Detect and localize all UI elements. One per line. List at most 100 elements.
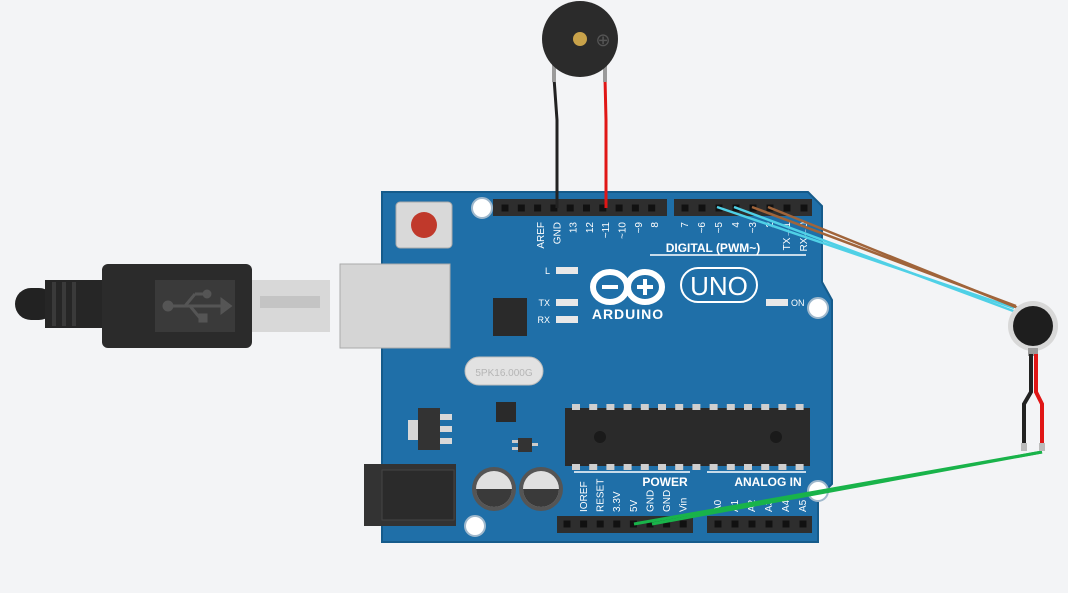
header-socket[interactable] bbox=[501, 204, 509, 212]
usb-cable[interactable] bbox=[15, 264, 330, 348]
digital-header-title: DIGITAL (PWM~) bbox=[666, 241, 761, 255]
pin-label: IOREF bbox=[579, 481, 590, 512]
pin-label: TX→1 bbox=[782, 222, 793, 251]
wire-brown-2[interactable] bbox=[767, 205, 1019, 310]
header-socket[interactable] bbox=[631, 204, 639, 212]
led-rx bbox=[556, 316, 578, 323]
usb-rib bbox=[72, 282, 76, 326]
header-socket[interactable] bbox=[580, 520, 588, 528]
pin-label: RESET bbox=[596, 479, 607, 512]
motor-tab bbox=[1028, 348, 1038, 356]
header-socket[interactable] bbox=[563, 520, 571, 528]
digital-header-right bbox=[674, 199, 812, 216]
header-socket[interactable] bbox=[698, 204, 706, 212]
pin-label: A3 bbox=[764, 499, 775, 512]
analog-header-title: ANALOG IN bbox=[734, 475, 801, 489]
pin-label: 7 bbox=[680, 222, 691, 228]
header-socket[interactable] bbox=[534, 204, 542, 212]
header-socket[interactable] bbox=[731, 520, 739, 528]
piezo-buzzer[interactable]: ⊕ bbox=[542, 1, 618, 82]
header-socket[interactable] bbox=[583, 204, 590, 212]
header-socket[interactable] bbox=[714, 520, 722, 528]
chip-pin bbox=[658, 464, 666, 470]
transistor bbox=[512, 438, 538, 452]
header-socket[interactable] bbox=[800, 204, 808, 212]
voltage-regulator bbox=[408, 408, 452, 450]
header-socket[interactable] bbox=[596, 520, 604, 528]
motor-lead-tip bbox=[1021, 443, 1027, 451]
analog-header bbox=[707, 516, 812, 533]
vibration-motor[interactable] bbox=[1008, 301, 1058, 451]
buzzer-lead bbox=[552, 60, 556, 82]
pin-label: A5 bbox=[798, 499, 809, 512]
header-socket[interactable] bbox=[646, 520, 654, 528]
pin-label: 13 bbox=[569, 222, 580, 234]
wire-green-2[interactable] bbox=[651, 450, 1043, 526]
chip-pin bbox=[761, 404, 770, 410]
header-socket[interactable] bbox=[765, 520, 773, 528]
header-socket[interactable] bbox=[615, 204, 623, 212]
chip-pin bbox=[623, 404, 632, 410]
pin-label: ~3 bbox=[748, 222, 759, 234]
buzzer-center bbox=[573, 32, 587, 46]
header-socket[interactable] bbox=[799, 520, 807, 528]
model-badge bbox=[680, 267, 758, 303]
header-socket[interactable] bbox=[663, 520, 671, 528]
capacitor bbox=[472, 467, 516, 511]
pin-label: ~10 bbox=[618, 222, 629, 239]
chip-pin bbox=[675, 464, 684, 470]
motor-lead-black bbox=[1022, 354, 1033, 448]
chip-pin bbox=[778, 404, 787, 410]
reset-button[interactable] bbox=[395, 201, 453, 249]
power-header-title: POWER bbox=[642, 475, 688, 489]
header-socket[interactable] bbox=[566, 204, 574, 212]
pin-label: ~6 bbox=[697, 222, 708, 234]
usb-symbol-icon bbox=[162, 289, 233, 323]
chip-pin bbox=[709, 464, 718, 470]
led-tx bbox=[556, 299, 578, 306]
led-tx-label: TX bbox=[538, 298, 550, 308]
header-socket[interactable] bbox=[599, 204, 607, 212]
header-socket[interactable] bbox=[629, 520, 637, 528]
usb-rib bbox=[52, 282, 56, 326]
led-rx-label: RX bbox=[537, 315, 550, 325]
wire-cyan-2[interactable] bbox=[733, 205, 1017, 314]
header-socket[interactable] bbox=[681, 204, 689, 212]
header-socket[interactable] bbox=[782, 520, 790, 528]
pin-label: A4 bbox=[781, 499, 792, 512]
wire-black-gnd[interactable] bbox=[552, 77, 559, 208]
header-socket[interactable] bbox=[783, 204, 791, 212]
chip-pin bbox=[761, 464, 770, 470]
usb-b-socket bbox=[339, 263, 451, 349]
header-socket[interactable] bbox=[679, 520, 687, 528]
crystal-oscillator bbox=[464, 356, 544, 386]
motor-lead-red bbox=[1034, 354, 1044, 448]
chip-pin bbox=[589, 464, 598, 470]
mounting-hole bbox=[464, 515, 486, 537]
chip-pin bbox=[726, 404, 735, 410]
pin-label: ~11 bbox=[601, 222, 612, 239]
led-on-label: ON bbox=[791, 298, 805, 308]
wires[interactable] bbox=[552, 77, 1043, 526]
pin-label: ~5 bbox=[714, 222, 725, 234]
pin-label: ~9 bbox=[634, 222, 645, 234]
chip-pin bbox=[795, 464, 804, 470]
arduino-uno-board[interactable]: 5PK16.000G bbox=[339, 191, 833, 543]
header-socket[interactable] bbox=[613, 520, 621, 528]
chip-pin bbox=[692, 464, 701, 470]
pin-label: GND bbox=[552, 222, 563, 244]
usb-controller-chip bbox=[493, 298, 527, 336]
mounting-hole bbox=[471, 197, 493, 219]
vibration-motor-icon bbox=[1013, 306, 1053, 346]
led-l bbox=[556, 267, 578, 274]
header-socket[interactable] bbox=[748, 520, 756, 528]
mounting-hole bbox=[807, 297, 829, 319]
motor-lead-tip bbox=[1039, 443, 1045, 451]
header-socket[interactable] bbox=[550, 204, 558, 212]
wire-cyan-1[interactable] bbox=[716, 205, 1015, 310]
header-socket[interactable] bbox=[517, 204, 525, 212]
header-socket[interactable] bbox=[648, 204, 656, 212]
chip-pin bbox=[606, 404, 615, 410]
wire-red-pin11[interactable] bbox=[603, 77, 608, 208]
